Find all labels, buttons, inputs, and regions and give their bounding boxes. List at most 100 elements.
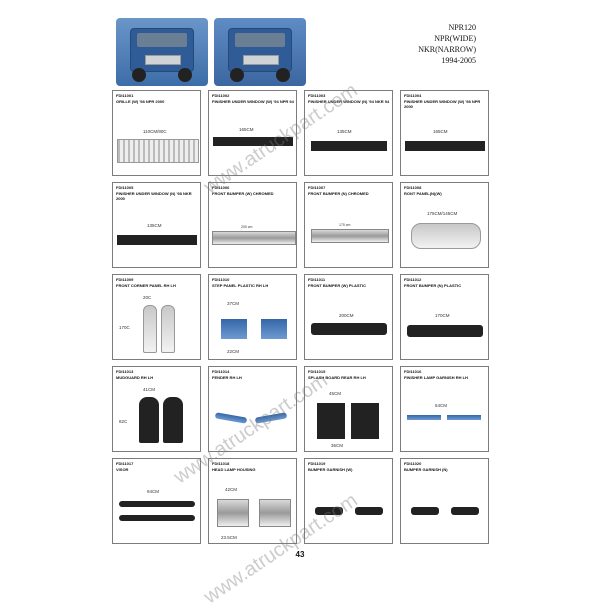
part-code: FDI11012 bbox=[404, 277, 422, 282]
part-card[interactable]: FDI11011 FRONT BUMPER (W) PLASTIC 200CM bbox=[304, 274, 393, 360]
part-name: BUMPER GARNISH (N) bbox=[404, 467, 448, 472]
part-name: RONT PANEL(N)(W) bbox=[404, 191, 442, 196]
part-card[interactable]: FDI11002 FINISHER UNDER WINDOW (W) '94 N… bbox=[208, 90, 297, 176]
part-card[interactable]: FDI11014 FENDER RH LH bbox=[208, 366, 297, 452]
front-panel-image bbox=[411, 223, 481, 249]
model-title-block: NPR120 NPR(WIDE) NKR(NARROW) 1994-2005 bbox=[418, 22, 476, 66]
part-card[interactable]: FDI11016 FINISHER LAMP GARNISH RH LH 54C… bbox=[400, 366, 489, 452]
part-code: FDI11013 bbox=[116, 369, 134, 374]
chrome-bumper-image bbox=[212, 231, 296, 245]
part-code: FDI11018 bbox=[212, 461, 230, 466]
finisher-part-image bbox=[213, 137, 293, 146]
part-name: BUMPER GARNISH (W) bbox=[308, 467, 353, 472]
part-name: FRONT BUMPER (W) PLASTIC bbox=[308, 283, 366, 288]
part-card[interactable]: FDI11018 HEAD LAMP HOUSING 42CM 23.5CM bbox=[208, 458, 297, 544]
model-line: NPR(WIDE) bbox=[434, 34, 476, 43]
part-dimension: 170C bbox=[119, 325, 130, 330]
head-lamp-housing-image bbox=[217, 499, 249, 527]
mudguard-image bbox=[139, 397, 159, 443]
part-code: FDI11010 bbox=[212, 277, 230, 282]
part-card[interactable]: FDI11015 SPLASH BOARD REAR RH LH 45CM 36… bbox=[304, 366, 393, 452]
part-name: FINISHER LAMP GARNISH RH LH bbox=[404, 375, 468, 380]
chrome-bumper-image bbox=[311, 229, 389, 243]
part-code: FDI11002 bbox=[212, 93, 230, 98]
part-dimension: 135CM bbox=[147, 223, 162, 228]
part-code: FDI11006 bbox=[212, 185, 230, 190]
part-dimension: 170 cm bbox=[339, 223, 351, 227]
part-code: FDI11019 bbox=[308, 461, 326, 466]
part-name: FRONT CORNER PANEL RH LH bbox=[116, 283, 176, 288]
part-card[interactable]: FDI11007 FRONT BUMPER (N) CHROMED 170 cm bbox=[304, 182, 393, 268]
part-dimension: 165CM bbox=[239, 127, 254, 132]
part-dimension: 20C bbox=[143, 295, 152, 300]
part-dimension: 170CM bbox=[435, 313, 450, 318]
part-dimension: 82C bbox=[119, 419, 128, 424]
part-card[interactable]: FDI11006 FRONT BUMPER (W) CHROMED 200 cm bbox=[208, 182, 297, 268]
plastic-bumper-image bbox=[407, 325, 483, 337]
part-name: STEP PANEL PLASTIC RH LH bbox=[212, 283, 269, 288]
part-card[interactable]: FDI11019 BUMPER GARNISH (W) bbox=[304, 458, 393, 544]
lamp-garnish-image bbox=[447, 415, 481, 420]
splash-board-image bbox=[317, 403, 345, 439]
catalog-header: NPR120 NPR(WIDE) NKR(NARROW) 1994-2005 bbox=[110, 18, 490, 88]
finisher-part-image bbox=[311, 141, 387, 151]
part-card[interactable]: FDI11012 FRONT BUMPER (N) PLASTIC 170CM bbox=[400, 274, 489, 360]
part-name: FINISHER UNDER WINDOW (W) '94 NPR 94 bbox=[212, 99, 294, 104]
part-name: FENDER RH LH bbox=[212, 375, 242, 380]
step-panel-image bbox=[221, 319, 247, 339]
part-card[interactable]: FDI11009 FRONT CORNER PANEL RH LH 20C 17… bbox=[112, 274, 201, 360]
part-code: FDI11001 bbox=[116, 93, 134, 98]
visor-image bbox=[119, 515, 195, 521]
part-name: MUDGUARD RH LH bbox=[116, 375, 154, 380]
part-code: FDI11007 bbox=[308, 185, 326, 190]
part-name: FINISHER UNDER WINDOW (N) '94 NKR 94 bbox=[308, 99, 390, 104]
part-code: FDI11009 bbox=[116, 277, 134, 282]
part-card[interactable]: FDI11013 MUDGUARD RH LH 41CM 82C bbox=[112, 366, 201, 452]
part-name: FRONT BUMPER (N) CHROMED bbox=[308, 191, 369, 196]
part-code: FDI11017 bbox=[116, 461, 134, 466]
part-code: FDI11008 bbox=[404, 185, 422, 190]
part-card[interactable]: FDI11017 VISOR 94CM bbox=[112, 458, 201, 544]
plastic-bumper-image bbox=[311, 323, 387, 335]
part-card[interactable]: FDI11020 BUMPER GARNISH (N) bbox=[400, 458, 489, 544]
finisher-part-image bbox=[405, 141, 485, 151]
part-code: FDI11004 bbox=[404, 93, 422, 98]
part-card[interactable]: FDI11010 STEP PANEL PLASTIC RH LH 37CM 2… bbox=[208, 274, 297, 360]
finisher-part-image bbox=[117, 235, 197, 245]
truck-side-photo bbox=[214, 18, 306, 86]
part-dimension: 94CM bbox=[147, 489, 160, 494]
bumper-garnish-image bbox=[315, 507, 343, 515]
part-dimension: 165CM bbox=[433, 129, 448, 134]
part-card[interactable]: FDI11003 FINISHER UNDER WINDOW (N) '94 N… bbox=[304, 90, 393, 176]
grille-part-image bbox=[117, 139, 199, 163]
corner-panel-image bbox=[143, 305, 157, 353]
part-code: FDI11020 bbox=[404, 461, 422, 466]
part-card[interactable]: FDI11004 FINISHER UNDER WINDOW (W) '98 N… bbox=[400, 90, 489, 176]
part-code: FDI11016 bbox=[404, 369, 422, 374]
bumper-garnish-image bbox=[411, 507, 439, 515]
part-name: SPLASH BOARD REAR RH LH bbox=[308, 375, 366, 380]
part-card[interactable]: FDI11001 GRILLE (W) '98 NPR 2000 110CM/8… bbox=[112, 90, 201, 176]
parts-grid: FDI11001 GRILLE (W) '98 NPR 2000 110CM/8… bbox=[112, 90, 490, 545]
part-dimension: 45CM bbox=[329, 391, 342, 396]
head-lamp-housing-image bbox=[259, 499, 291, 527]
part-code: FDI11014 bbox=[212, 369, 230, 374]
splash-board-image bbox=[351, 403, 379, 439]
part-dimension: 175CM/145CM bbox=[427, 211, 458, 216]
mudguard-image bbox=[163, 397, 183, 443]
part-dimension: 54CM bbox=[435, 403, 448, 408]
part-name: VISOR bbox=[116, 467, 129, 472]
part-card[interactable]: FDI11008 RONT PANEL(N)(W) 175CM/145CM bbox=[400, 182, 489, 268]
part-code: FDI11005 bbox=[116, 185, 134, 190]
page-number: 43 bbox=[295, 550, 305, 559]
model-line: NPR120 bbox=[448, 23, 476, 32]
part-dimension: 200CM bbox=[339, 313, 354, 318]
part-dimension: 110CM/80C bbox=[143, 129, 167, 134]
part-name: FINISHER UNDER WINDOW (N) '98 NKR 2000 bbox=[116, 191, 192, 201]
corner-panel-image bbox=[161, 305, 175, 353]
bumper-garnish-image bbox=[355, 507, 383, 515]
part-dimension: 41CM bbox=[143, 387, 156, 392]
part-code: FDI11015 bbox=[308, 369, 326, 374]
part-card[interactable]: FDI11005 FINISHER UNDER WINDOW (N) '98 N… bbox=[112, 182, 201, 268]
bumper-garnish-image bbox=[451, 507, 479, 515]
